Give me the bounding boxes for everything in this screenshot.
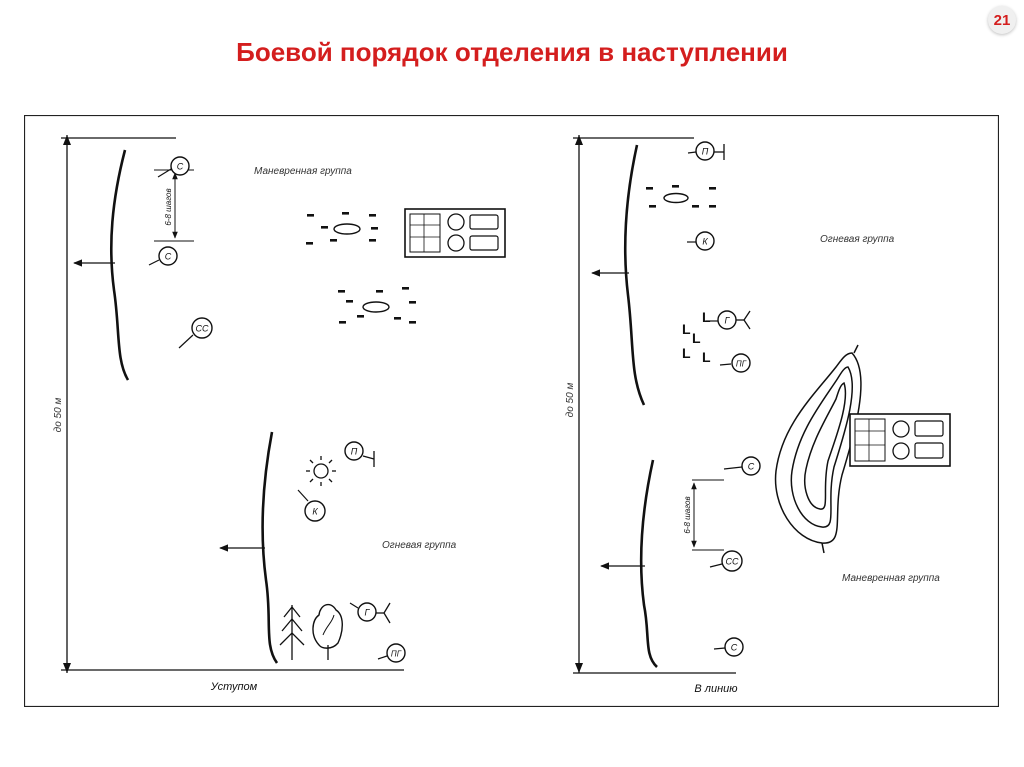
left-armored-vehicle <box>404 208 506 258</box>
right-symbol-g: Г <box>725 316 731 326</box>
right-soldier-pg: ПГ <box>719 353 751 373</box>
left-fire-front-line <box>261 431 279 664</box>
right-squad-formation <box>646 185 716 208</box>
right-distance-label: до 50 м <box>565 383 576 418</box>
left-soldier-g: Г <box>349 602 391 624</box>
right-interval-label: 6-8 шагов <box>683 496 692 533</box>
left-soldier-pg: ПГ <box>377 643 406 663</box>
right-symbol-s1: С <box>748 462 755 472</box>
right-symbol-pg: ПГ <box>736 360 747 369</box>
right-soldier-ss: СС <box>709 550 743 572</box>
left-distance-label: до 50 м <box>53 398 64 433</box>
left-symbol-p: П <box>351 447 358 457</box>
right-soldier-s2: С <box>713 637 744 657</box>
left-panel: до 50 м 6-8 шагов С С СС Маневренная гру… <box>53 135 506 693</box>
left-soldier-p: П <box>344 441 375 467</box>
right-panel: до 50 м П К Огневая группа L L L L <box>565 135 951 695</box>
right-soldier-g: Г <box>706 310 751 330</box>
left-caption: Уступом <box>210 681 258 693</box>
right-fire-front-line <box>623 144 646 406</box>
right-armored-vehicle <box>849 413 951 467</box>
left-soldier-ss: СС <box>178 317 213 349</box>
battle-order-diagram: до 50 м 6-8 шагов С С СС Маневренная гру… <box>24 115 999 707</box>
right-hill-contours <box>774 344 862 554</box>
right-soldier-s1: С <box>723 456 761 476</box>
left-fire-group-label: Огневая группа <box>382 540 457 551</box>
left-soldier-s2: С <box>148 246 178 266</box>
left-soldier-s1: С <box>157 156 190 178</box>
svg-text:L: L <box>692 330 701 346</box>
left-tree-icon <box>279 605 305 660</box>
svg-text:L: L <box>682 345 691 361</box>
left-symbol-ss: СС <box>196 324 209 334</box>
left-observation-sun-icon <box>306 456 336 486</box>
left-squad-formation-2 <box>338 287 416 324</box>
left-symbol-s2: С <box>165 252 172 262</box>
right-fire-group-label: Огневая группа <box>820 234 895 245</box>
right-symbol-k: К <box>702 237 708 247</box>
left-symbol-s1: С <box>177 162 184 172</box>
svg-text:L: L <box>682 321 691 337</box>
left-symbol-k: К <box>312 507 318 517</box>
right-entrenchment-icon: L L L L L <box>682 309 711 365</box>
diagram-border <box>24 115 999 707</box>
right-soldier-k: К <box>687 231 715 251</box>
left-symbol-g: Г <box>365 608 371 618</box>
slide-number: 21 <box>988 6 1016 34</box>
right-symbol-p: П <box>702 147 709 157</box>
svg-text:L: L <box>702 349 711 365</box>
left-maneuver-group-label: Маневренная группа <box>254 166 352 177</box>
svg-text:L: L <box>702 309 711 325</box>
left-squad-formation-1 <box>306 212 378 245</box>
right-symbol-s2: С <box>731 643 738 653</box>
left-maneuver-front-line <box>109 149 130 381</box>
left-soldier-k: К <box>297 489 326 522</box>
right-symbol-ss: СС <box>726 557 739 567</box>
slide-title: Боевой порядок отделения в наступлении <box>236 37 788 67</box>
left-symbol-pg: ПГ <box>391 650 402 659</box>
right-maneuver-front-line <box>639 459 658 668</box>
left-interval-label: 6-8 шагов <box>164 188 173 225</box>
right-soldier-p: П <box>687 141 725 161</box>
right-maneuver-group-label: Маневренная группа <box>842 573 940 584</box>
left-bush-icon <box>312 603 343 660</box>
right-caption: В линию <box>694 683 737 695</box>
